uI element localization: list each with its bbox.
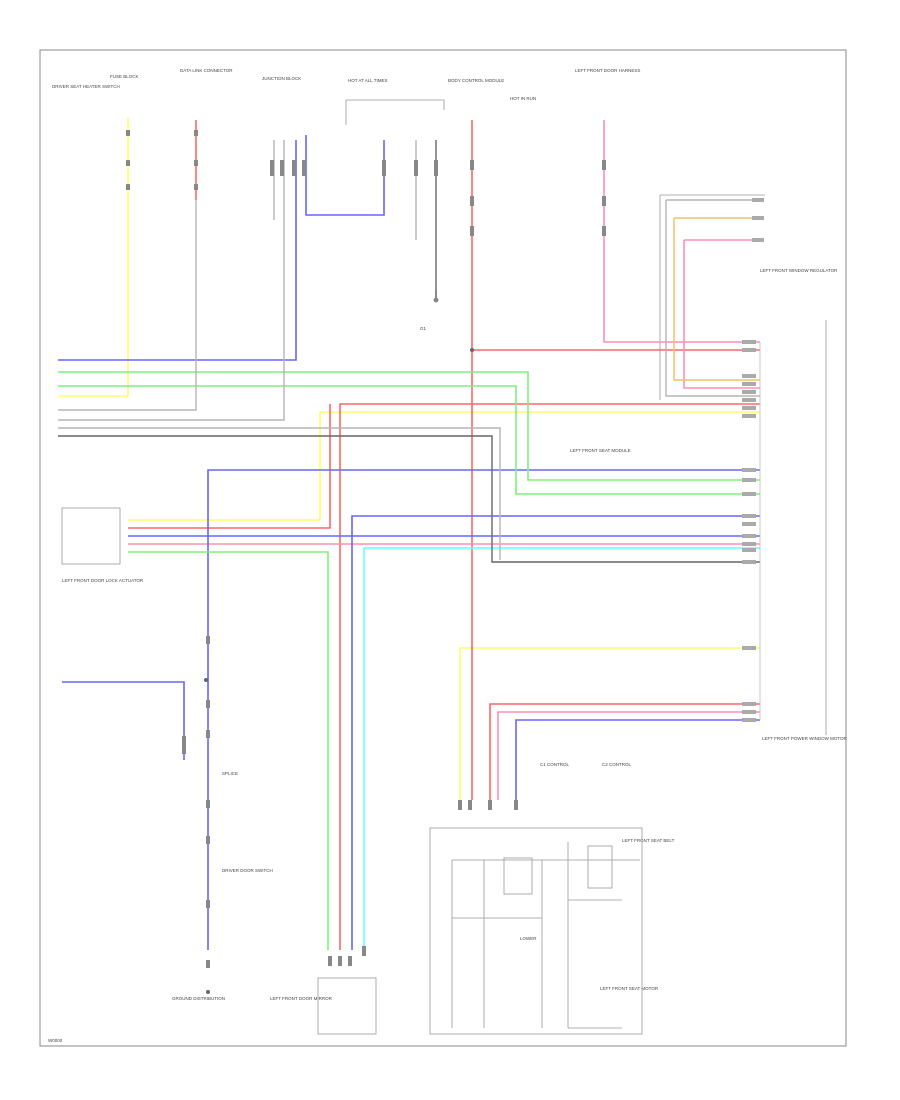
wire-pink — [128, 120, 760, 800]
label-top-4: JUNCTION BLOCK — [262, 76, 301, 81]
wire-blue — [58, 135, 760, 950]
label-top-2: FUSE BLOCK — [110, 74, 139, 79]
label-left-2: SPLICE — [222, 771, 238, 776]
label-bottom-6: LOWER — [520, 936, 537, 941]
label-top-3: DATA LINK CONNECTOR — [180, 68, 233, 73]
wire-dark — [58, 140, 760, 563]
ground-symbol — [433, 290, 439, 303]
label-mid-3: C2 CONTROL — [602, 762, 632, 767]
left-seat-switch-box — [61, 507, 121, 565]
footer-code: W0000 — [48, 1038, 63, 1043]
label-top-7: HOT IN RUN — [510, 96, 536, 101]
wire-gray — [58, 140, 760, 560]
label-top-5: HOT AT ALL TIMES — [348, 78, 388, 83]
label-top-8: LEFT FRONT DOOR HARNESS — [575, 68, 640, 73]
label-ground-1: G1 — [420, 326, 427, 331]
label-bottom-2: DRIVER DOOR SWITCH — [222, 868, 273, 873]
label-top-1: DRIVER SEAT HEATER SWITCH — [52, 84, 120, 89]
right-pin-blocks — [742, 198, 764, 722]
wire-yellow — [58, 118, 760, 800]
label-mid-2: C1 CONTROL — [540, 762, 570, 767]
wire-red — [128, 120, 760, 950]
wire-green — [58, 371, 760, 950]
label-left-1: LEFT FRONT DOOR LOCK ACTUATOR — [62, 578, 144, 583]
pin-markers — [126, 130, 606, 968]
label-bottom-3: LEFT FRONT DOOR MIRROR — [270, 996, 333, 1001]
label-bottom-1: GROUND DISTRIBUTION — [172, 996, 225, 1001]
bottom-seat-module-box — [429, 827, 643, 1035]
label-top-6: BODY CONTROL MODULE — [448, 78, 504, 83]
top-brackets — [345, 99, 827, 735]
top-labels: DRIVER SEAT HEATER SWITCH FUSE BLOCK DAT… — [52, 68, 847, 1001]
wire-cyan — [363, 547, 760, 950]
bottom-left-connector-box — [317, 977, 377, 1035]
label-bottom-5: LEFT FRONT SEAT MOTOR — [600, 986, 659, 991]
label-mid-1: LEFT FRONT SEAT MODULE — [570, 448, 631, 453]
wire-orange — [673, 217, 760, 381]
label-right-2: LEFT FRONT POWER WINDOW MOTOR — [762, 736, 847, 741]
label-right-1: LEFT FRONT WINDOW REGULATOR — [760, 268, 838, 273]
diagram-frame — [39, 49, 847, 1047]
splice-dots — [204, 348, 474, 994]
label-bottom-4: LEFT FRONT SEAT BELT — [622, 838, 675, 843]
